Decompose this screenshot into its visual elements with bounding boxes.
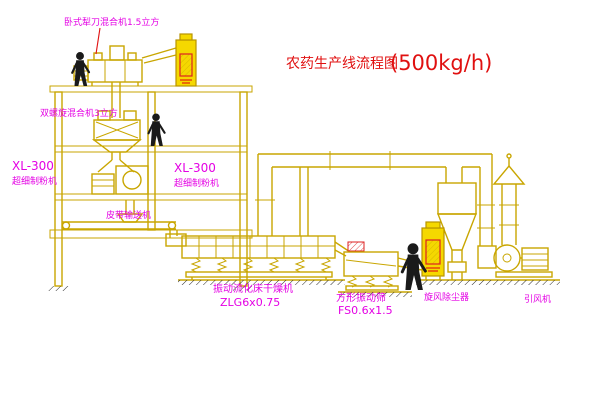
- diagram-title-capacity: (500kg/h): [390, 51, 492, 75]
- column-base-hatch: [233, 286, 254, 291]
- spring: [190, 257, 202, 273]
- label-mill-left-name: 超细制粉机: [12, 175, 57, 187]
- fine-mill: [91, 165, 149, 223]
- label-double-spiral-mixer: 双螺旋混合机3立方: [40, 107, 118, 119]
- leader-line: [95, 27, 101, 55]
- stack-cap-finial: [506, 153, 512, 159]
- bucket-elevator-top: [175, 33, 197, 87]
- spring: [242, 257, 254, 273]
- label-mill-center-model: XL-300: [174, 161, 216, 175]
- ground-hatch: [338, 292, 412, 297]
- diagram-title: 农药生产线流程图: [286, 56, 398, 72]
- spring: [268, 257, 280, 273]
- exhaust-stack: [492, 153, 526, 245]
- horizontal-mixer: [73, 45, 177, 118]
- label-horizontal-mixer: 卧式犁刀混合机1.5立方: [64, 16, 159, 28]
- cyclone-separator: [436, 182, 478, 280]
- label-dryer-model: ZLG6x0.75: [220, 296, 280, 309]
- label-mill-center-name: 超细制粉机: [174, 177, 219, 189]
- label-fan: 引风机: [524, 293, 551, 305]
- induced-draft-fan: [416, 244, 560, 285]
- ground-hatch: [178, 280, 345, 285]
- exhaust-duct: [255, 151, 495, 246]
- label-dryer-name: 振动流化床干燥机: [213, 282, 293, 295]
- person-figure: [147, 112, 166, 148]
- fluid-bed-dryer: [165, 233, 345, 285]
- belt-conveyor: [61, 221, 178, 238]
- label-sieve-name: 方形振动筛: [336, 291, 386, 304]
- label-cyclone: 旋风除尘器: [424, 291, 469, 303]
- label-belt-conveyor: 皮带输送机: [106, 209, 151, 221]
- spring: [320, 257, 332, 273]
- ground-hatch: [416, 280, 560, 285]
- person-figure: [71, 50, 91, 88]
- bucket-elevator-right: [421, 221, 445, 280]
- label-mill-left-model: XL-300: [12, 159, 54, 173]
- label-sieve-model: FS0.6x1.5: [338, 304, 393, 317]
- column-base-hatch: [48, 286, 69, 291]
- spring: [294, 257, 306, 273]
- spring: [216, 257, 228, 273]
- labels: 卧式犁刀混合机1.5立方 双螺旋混合机3立方 XL-300 超细制粉机 XL-3…: [12, 16, 551, 317]
- double-spiral-mixer: [91, 110, 142, 173]
